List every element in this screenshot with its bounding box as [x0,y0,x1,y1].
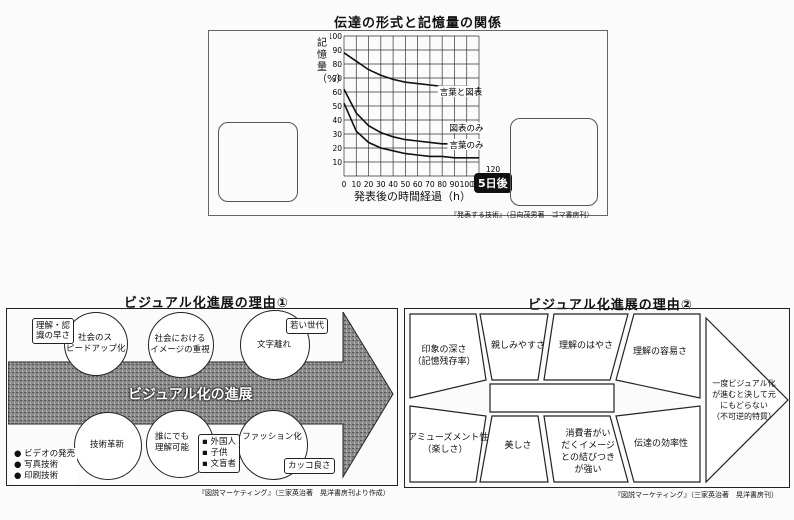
cell-consumer-image-link: 消費者がい だくイメージ との結びつき が強い [561,429,615,475]
right-figure-title: ビジュアル化進展の理由② [528,298,693,313]
y-tick-label: 30 [332,130,342,139]
visualization-progress-arrow [8,312,394,479]
bullet-photo: ● 写真技術 [14,460,59,470]
cell-familiarity: 親しみやすさ [490,341,545,351]
x-tick-label: 10 [351,180,361,189]
five-days-highlight: 5日後 [474,173,512,193]
series-label: 言葉のみ [450,140,485,151]
cell-beauty: 美しさ [504,441,532,451]
x-tick-label: 120 [486,165,501,174]
top-figure-frame [208,30,608,216]
y-tick-label: 70 [332,74,342,83]
x-tick-label: 30 [376,180,386,189]
tag-young-generation: 若い世代 [286,318,329,334]
cell-understanding-ease: 理解の容易さ [632,347,687,357]
left-placeholder-box [218,122,298,202]
circle-image-emphasis [148,312,214,378]
series-label: 図表のみ [450,123,485,134]
x-tick-label: 70 [425,180,435,189]
circle-speed-up [64,312,128,376]
x-tick-label: 90 [450,180,460,189]
target-children: ▪ 子供 [202,448,228,458]
target-illiterate: ▪ 文盲者 [202,459,236,469]
left-figure-frame [6,308,398,486]
series-label-bg [447,139,488,150]
y-tick-label: 60 [332,88,342,97]
circle-speed-up-label: 社会のス ピードアップ化 [66,333,126,354]
x-tick-label: 20 [364,180,374,189]
x-tick-label: 80 [437,180,447,189]
irreversibility-text: 一度ビジュアル化 が進むと決して元 にもどらない （不可逆的特質） [712,379,776,421]
y-tick-label: 40 [332,116,342,125]
tech-bullets: ● ビデオの発売 ● 写真技術 ● 印刷技術 [12,448,78,483]
y-axis-label: 記憶量（%） [317,38,347,85]
series-line [343,52,480,89]
cell-transmission-efficiency: 伝達の効率性 [633,439,688,449]
y-tick-label: 50 [332,102,342,111]
y-tick-label: 80 [332,60,342,69]
left-figure-title: ビジュアル化進展の理由① [124,296,289,311]
circle-literacy-decline-label: 文字離れ [256,340,291,350]
top-figure-source: 『発表する技術』（日向茂男著 ゴマ書房刊） [450,211,594,219]
series-label-bg [447,122,488,134]
y-tick-label: 90 [332,46,342,55]
left-figure-source: 『図説マーケティング』（三家英治著 晃洋書房刊より作成） [198,489,390,497]
x-tick-label: 0 [342,180,347,189]
circle-universal-understanding-label: 誰にでも 理解可能 [154,432,189,453]
tag-coolness: カッコ良さ [284,458,335,474]
circle-image-emphasis-label: 社会における イメージの重視 [150,334,210,355]
circle-tech-innovation [74,412,142,480]
y-tick-label: 10 [332,158,342,167]
cell-amusement: アミューズメント性 （楽しさ） [408,433,489,455]
bullet-video: ● ビデオの発売 [14,449,76,459]
bullet-print: ● 印刷技術 [14,471,59,481]
cell-understanding-speed: 理解のはやさ [558,341,613,351]
y-tick-label: 100 [330,32,342,41]
tag-recognition-speed: 理解・認 識の早さ [32,318,75,344]
x-axis-label: 発表後の時間経過（h） [354,190,471,203]
x-tick-label: 60 [413,180,423,189]
target-list: ▪ 外国人 ▪ 子供 ▪ 文盲者 [198,434,240,473]
right-figure-source: 『図説マーケティング』（三家英治著 晃洋書房刊） [614,491,778,499]
x-tick-label: 40 [388,180,398,189]
y-tick-label: 20 [332,144,342,153]
series-line [343,102,479,159]
x-tick-label: 100 [460,180,475,189]
right-diagram [409,313,789,484]
series-label: 言葉と図表 [440,87,483,98]
cell-impression-depth: 印象の深さ （記憶残存率） [412,345,476,367]
right-placeholder-box [510,118,598,206]
series-label-bg [437,85,478,97]
top-figure-title: 伝達の形式と記憶量の関係 [334,16,503,31]
circle-tech-innovation-label: 技術革新 [89,440,124,450]
target-foreigners: ▪ 外国人 [202,437,236,447]
circle-fashion-label: ファッション化 [242,432,302,442]
x-tick-label: 50 [401,180,411,189]
right-figure-frame [404,308,790,488]
arrow-label: ビジュアル化の進展 [128,387,253,403]
